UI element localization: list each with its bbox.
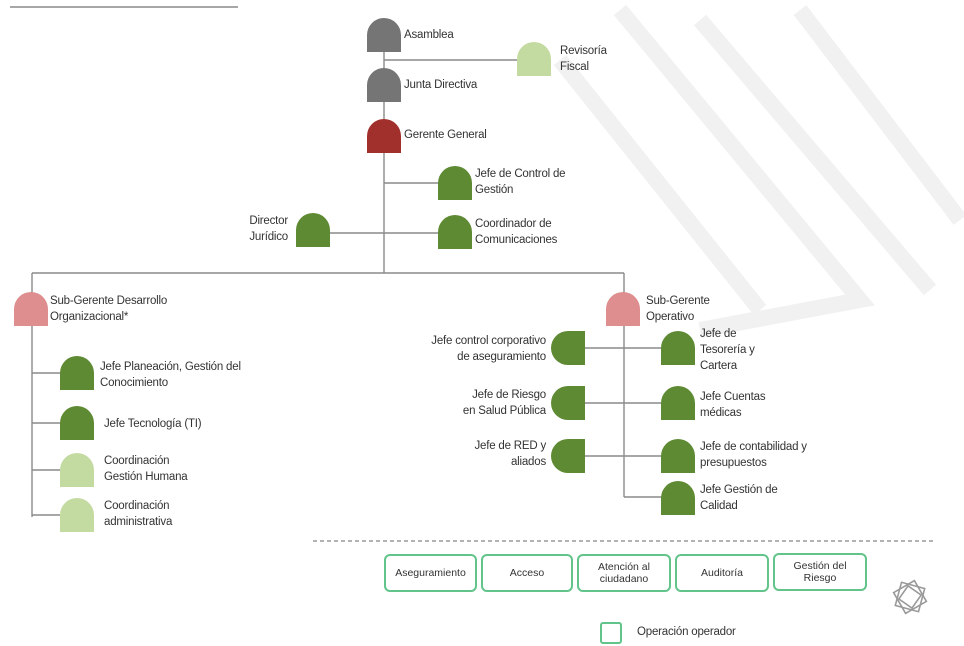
revisoria-fiscal-label: Revisoría Fiscal	[560, 45, 607, 73]
jefe-contabilidad-label: Jefe de contabilidad y presupuestos	[700, 441, 807, 469]
jefe-tecnologia-node[interactable]	[60, 406, 94, 440]
jefe-cuentas-label: Jefe Cuentas médicas	[700, 391, 766, 419]
coord-administrativa-node[interactable]	[60, 498, 94, 532]
coordinador-comunicaciones-label: Coordinador de Comunicaciones	[475, 218, 558, 246]
jefe-red-label: Jefe de RED y aliados	[474, 440, 546, 468]
interlocking-squares-logo-icon	[892, 579, 928, 615]
jefe-calidad-label: Jefe Gestión de Calidad	[700, 484, 778, 512]
director-juridico-node[interactable]	[296, 213, 330, 247]
jefe-control-gestion-node[interactable]	[438, 166, 472, 200]
jefe-calidad-node[interactable]	[661, 481, 695, 515]
process-atencion-ciudadano[interactable]: Atención al ciudadano	[577, 554, 671, 592]
jefe-tesoreria-node[interactable]	[661, 331, 695, 365]
asamblea-node[interactable]	[367, 18, 401, 52]
jefe-planeacion-label: Jefe Planeación, Gestión del Conocimient…	[100, 361, 241, 389]
jefe-tesoreria-label: Jefe de Tesorería y Cartera	[700, 328, 755, 372]
process-auditoria[interactable]: Auditoría	[675, 554, 769, 592]
jefe-control-gestion-label: Jefe de Control de Gestión	[475, 168, 566, 196]
subgerente-operativo-node[interactable]	[606, 292, 640, 326]
legend-swatch	[600, 622, 622, 644]
gerente-general-node[interactable]	[367, 119, 401, 153]
jefe-contabilidad-node[interactable]	[661, 439, 695, 473]
subgerente-desarrollo-label: Sub-Gerente Desarrollo Organizacional*	[50, 295, 168, 323]
jefe-control-corporativo-label: Jefe control corporativo de aseguramient…	[431, 335, 546, 363]
jefe-riesgo-salud-node[interactable]	[551, 386, 585, 420]
jefe-red-node[interactable]	[551, 439, 585, 473]
process-gestion-riesgo[interactable]: Gestión del Riesgo	[773, 553, 867, 591]
jefe-cuentas-node[interactable]	[661, 386, 695, 420]
process-aseguramiento[interactable]: Aseguramiento	[384, 554, 477, 592]
junta-directiva-node[interactable]	[367, 68, 401, 102]
coordinador-comunicaciones-node[interactable]	[438, 215, 472, 249]
subgerente-desarrollo-node[interactable]	[14, 292, 48, 326]
director-juridico-label: Director Jurídico	[249, 215, 288, 243]
jefe-planeacion-node[interactable]	[60, 356, 94, 390]
coord-administrativa-label: Coordinación administrativa	[104, 500, 173, 528]
junta-directiva-label: Junta Directiva	[404, 79, 478, 91]
asamblea-label: Asamblea	[404, 29, 454, 41]
gerente-general-label: Gerente General	[404, 129, 487, 141]
jefe-control-corporativo-node[interactable]	[551, 331, 585, 365]
legend-label: Operación operador	[637, 626, 736, 638]
subgerente-operativo-label: Sub-Gerente Operativo	[646, 295, 710, 323]
process-acceso[interactable]: Acceso	[481, 554, 573, 592]
jefe-tecnologia-label: Jefe Tecnología (TI)	[104, 418, 202, 430]
coord-gestion-humana-node[interactable]	[60, 453, 94, 487]
coord-gestion-humana-label: Coordinación Gestión Humana	[104, 455, 188, 483]
revisoria-fiscal-node[interactable]	[517, 42, 551, 76]
jefe-riesgo-salud-label: Jefe de Riesgo en Salud Pública	[462, 389, 546, 417]
